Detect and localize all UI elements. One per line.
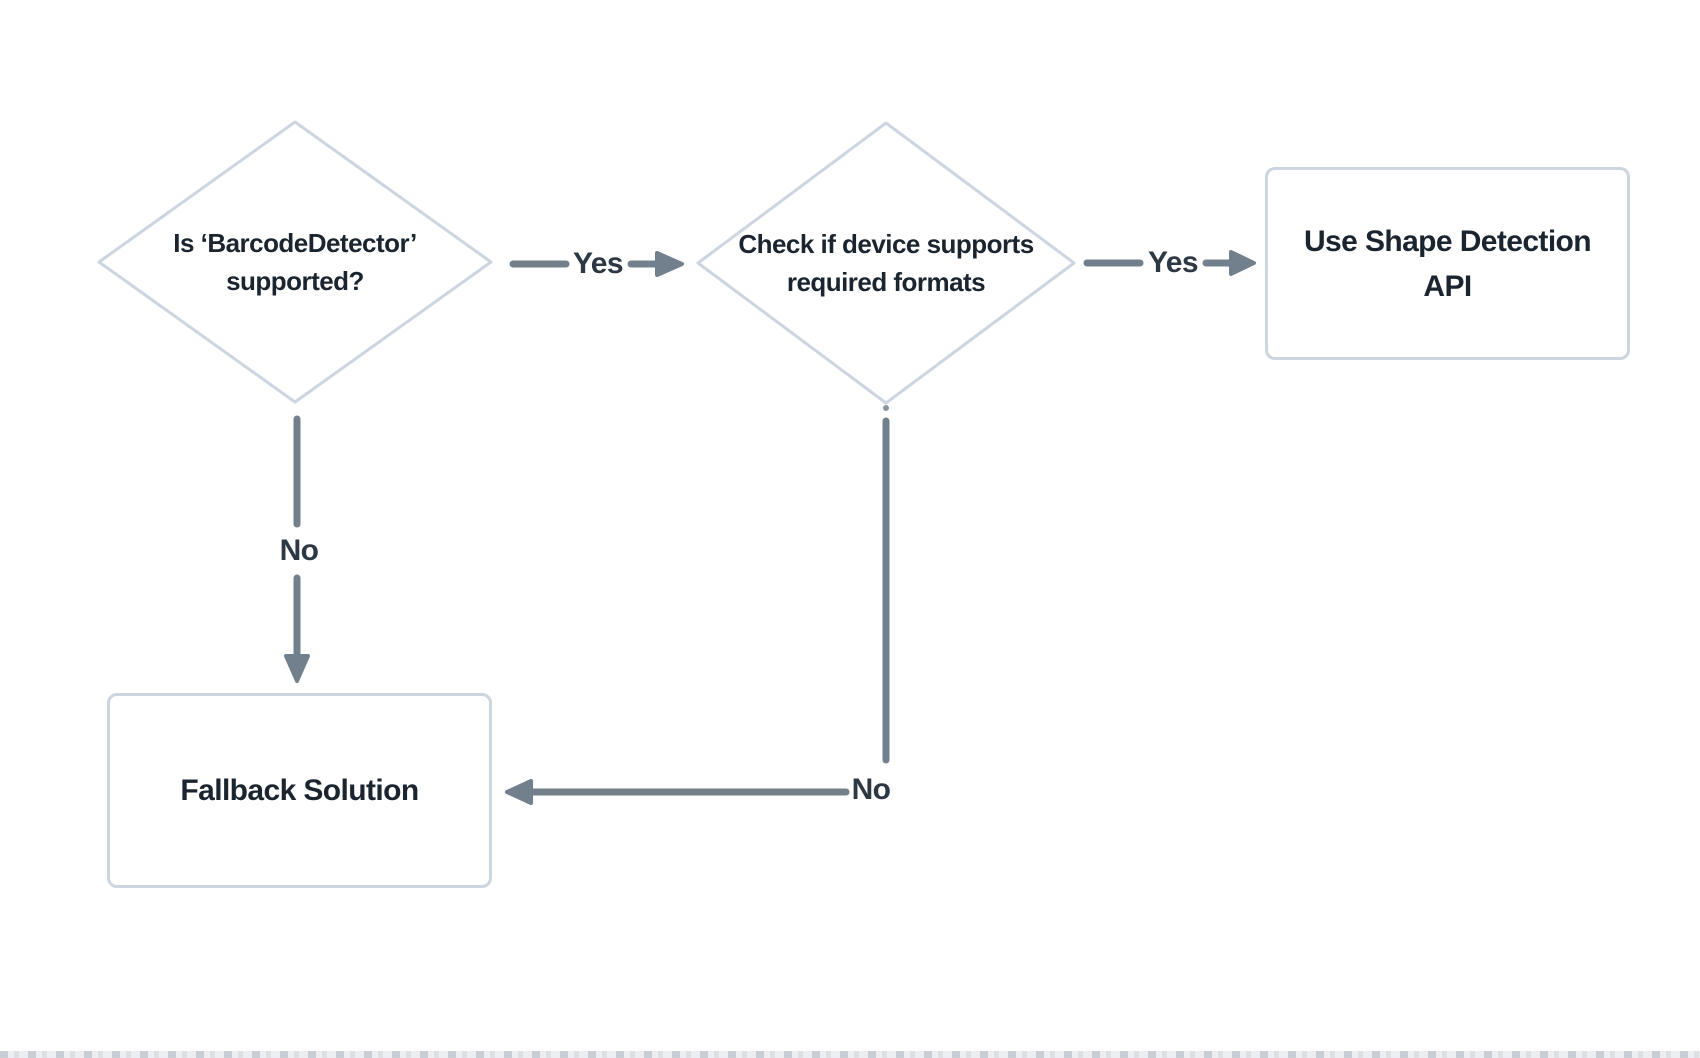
edge-supported-no [284,415,310,683]
diamond-shape [696,121,1076,405]
decision-label: Is ‘BarcodeDetector’ supported? [173,228,417,296]
process-fallback-solution: Fallback Solution [107,693,492,888]
arrowhead-right-icon [655,251,684,277]
edge-label-yes-1: Yes [571,247,625,280]
edge-formats-yes [1083,250,1256,276]
process-label: Use Shape Detection API [1303,224,1592,303]
edge-label-no-1: No [277,534,321,567]
edge-supported-yes [509,251,684,277]
arrowhead-left-icon [505,779,533,805]
arrowhead-right-icon [1229,250,1256,276]
cut-off-content-strip [0,1051,1700,1058]
process-label: Fallback Solution [180,774,419,807]
diamond-shape [97,120,493,404]
process-use-shape-detection-api: Use Shape Detection API [1265,167,1630,360]
arrowhead-down-icon [284,654,310,683]
decision-barcodedetector-supported: Is ‘BarcodeDetector’ supported? [95,118,495,406]
decision-label: Check if device supports required format… [738,229,1034,297]
decision-device-formats: Check if device supports required format… [694,119,1078,407]
edge-label-yes-2: Yes [1146,246,1200,279]
edge-formats-no [505,405,890,805]
edge-label-no-2: No [849,773,893,806]
